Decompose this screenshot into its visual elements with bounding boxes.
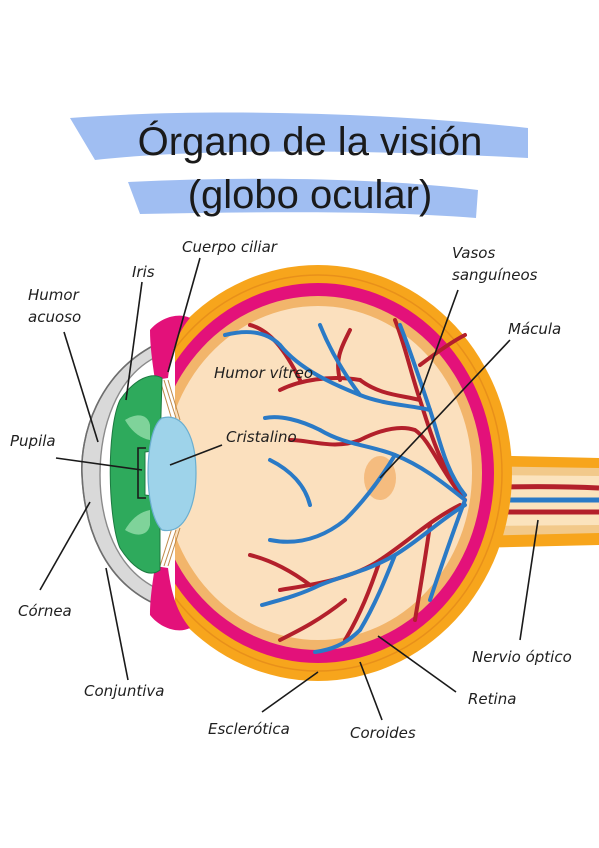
label-macula: Mácula (508, 320, 561, 338)
label-retina: Retina (468, 690, 516, 708)
label-esclerotica: Esclerótica (208, 720, 290, 738)
label-cristalino: Cristalino (226, 428, 297, 446)
pupil (137, 447, 146, 499)
label-cornea: Córnea (18, 602, 72, 620)
label-coroides: Coroides (350, 724, 416, 742)
title-highlight-1 (70, 112, 528, 160)
label-vasos-2: sanguíneos (452, 266, 538, 284)
label-humor-acuoso-1: Humor (28, 286, 80, 304)
leader-lines (39, 257, 539, 721)
label-iris: Iris (132, 263, 155, 281)
label-humor-acuoso-2: acuoso (28, 308, 81, 326)
label-pupila: Pupila (10, 432, 56, 450)
title-line-2: (globo ocular) (188, 173, 433, 217)
label-conjuntiva: Conjuntiva (84, 682, 164, 700)
label-humor-vitreo: Humor vítreo (214, 364, 313, 382)
title-highlight-2 (128, 178, 478, 218)
label-cuerpo-ciliar: Cuerpo ciliar (182, 238, 278, 256)
label-nervio-optico: Nervio óptico (472, 648, 572, 666)
zonular-fibers (159, 379, 181, 567)
ciliary-body-bottom (150, 566, 190, 631)
veins (223, 323, 467, 654)
lens (147, 416, 197, 532)
label-vasos-1: Vasos (452, 244, 495, 262)
title-line-1: Órgano de la visión (138, 119, 483, 164)
